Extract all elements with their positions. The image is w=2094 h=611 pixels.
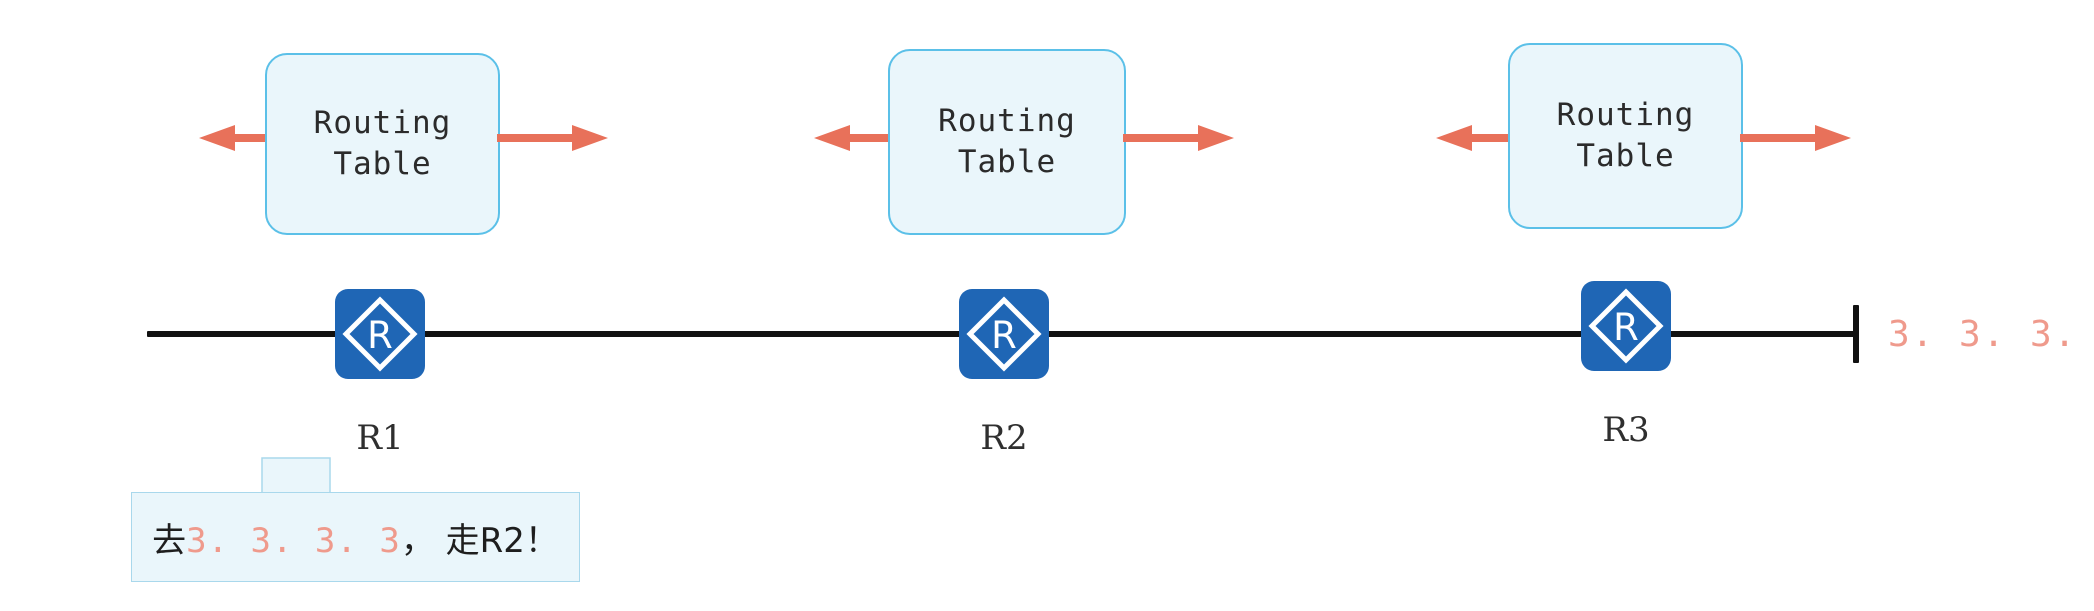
routing-table-box-3: Routing Table <box>1508 43 1743 229</box>
callout-suffix-text: ， 走R2！ <box>400 520 559 561</box>
arrow-right-icon-2 <box>1123 123 1238 151</box>
routing-table-label-line1: Routing <box>313 105 452 142</box>
router-label-r3: R3 <box>1602 410 1650 450</box>
line-terminator-tick <box>1853 305 1859 363</box>
router-icon-r1[interactable]: R <box>334 288 426 380</box>
callout-ip-text: 3. 3. 3. 3 <box>186 520 401 561</box>
routing-table-label-line2: Table <box>333 146 432 182</box>
svg-text:R: R <box>1613 306 1639 349</box>
router-label-r1: R1 <box>356 418 404 458</box>
router-icon-r2[interactable]: R <box>958 288 1050 380</box>
routing-table-label-line2: Table <box>1576 138 1675 174</box>
arrow-left-icon-3 <box>1432 123 1547 151</box>
routing-table-label-line1: Routing <box>1556 97 1695 134</box>
destination-ip-label: 3. 3. 3. 3 <box>1888 314 2094 355</box>
router-label-r2: R2 <box>980 418 1028 458</box>
routing-table-label-line2: Table <box>957 144 1057 180</box>
routing-table-label-line1: Routing <box>938 103 1076 140</box>
arrow-right-icon-3 <box>1740 123 1855 151</box>
routing-table-box-1: Routing Table <box>265 53 500 235</box>
arrow-left-icon-1 <box>195 123 310 151</box>
svg-text:R: R <box>367 314 393 357</box>
arrow-left-icon-2 <box>810 123 925 151</box>
routing-table-box-2: Routing Table <box>888 49 1126 235</box>
callout-message: 去3. 3. 3. 3， 走R2！ <box>152 513 559 562</box>
callout-box: 去3. 3. 3. 3， 走R2！ <box>131 492 580 582</box>
router-icon-r3[interactable]: R <box>1580 280 1672 372</box>
arrow-right-icon-1 <box>497 123 612 151</box>
callout-prefix-text: 去 <box>152 520 187 561</box>
svg-text:R: R <box>991 314 1017 357</box>
